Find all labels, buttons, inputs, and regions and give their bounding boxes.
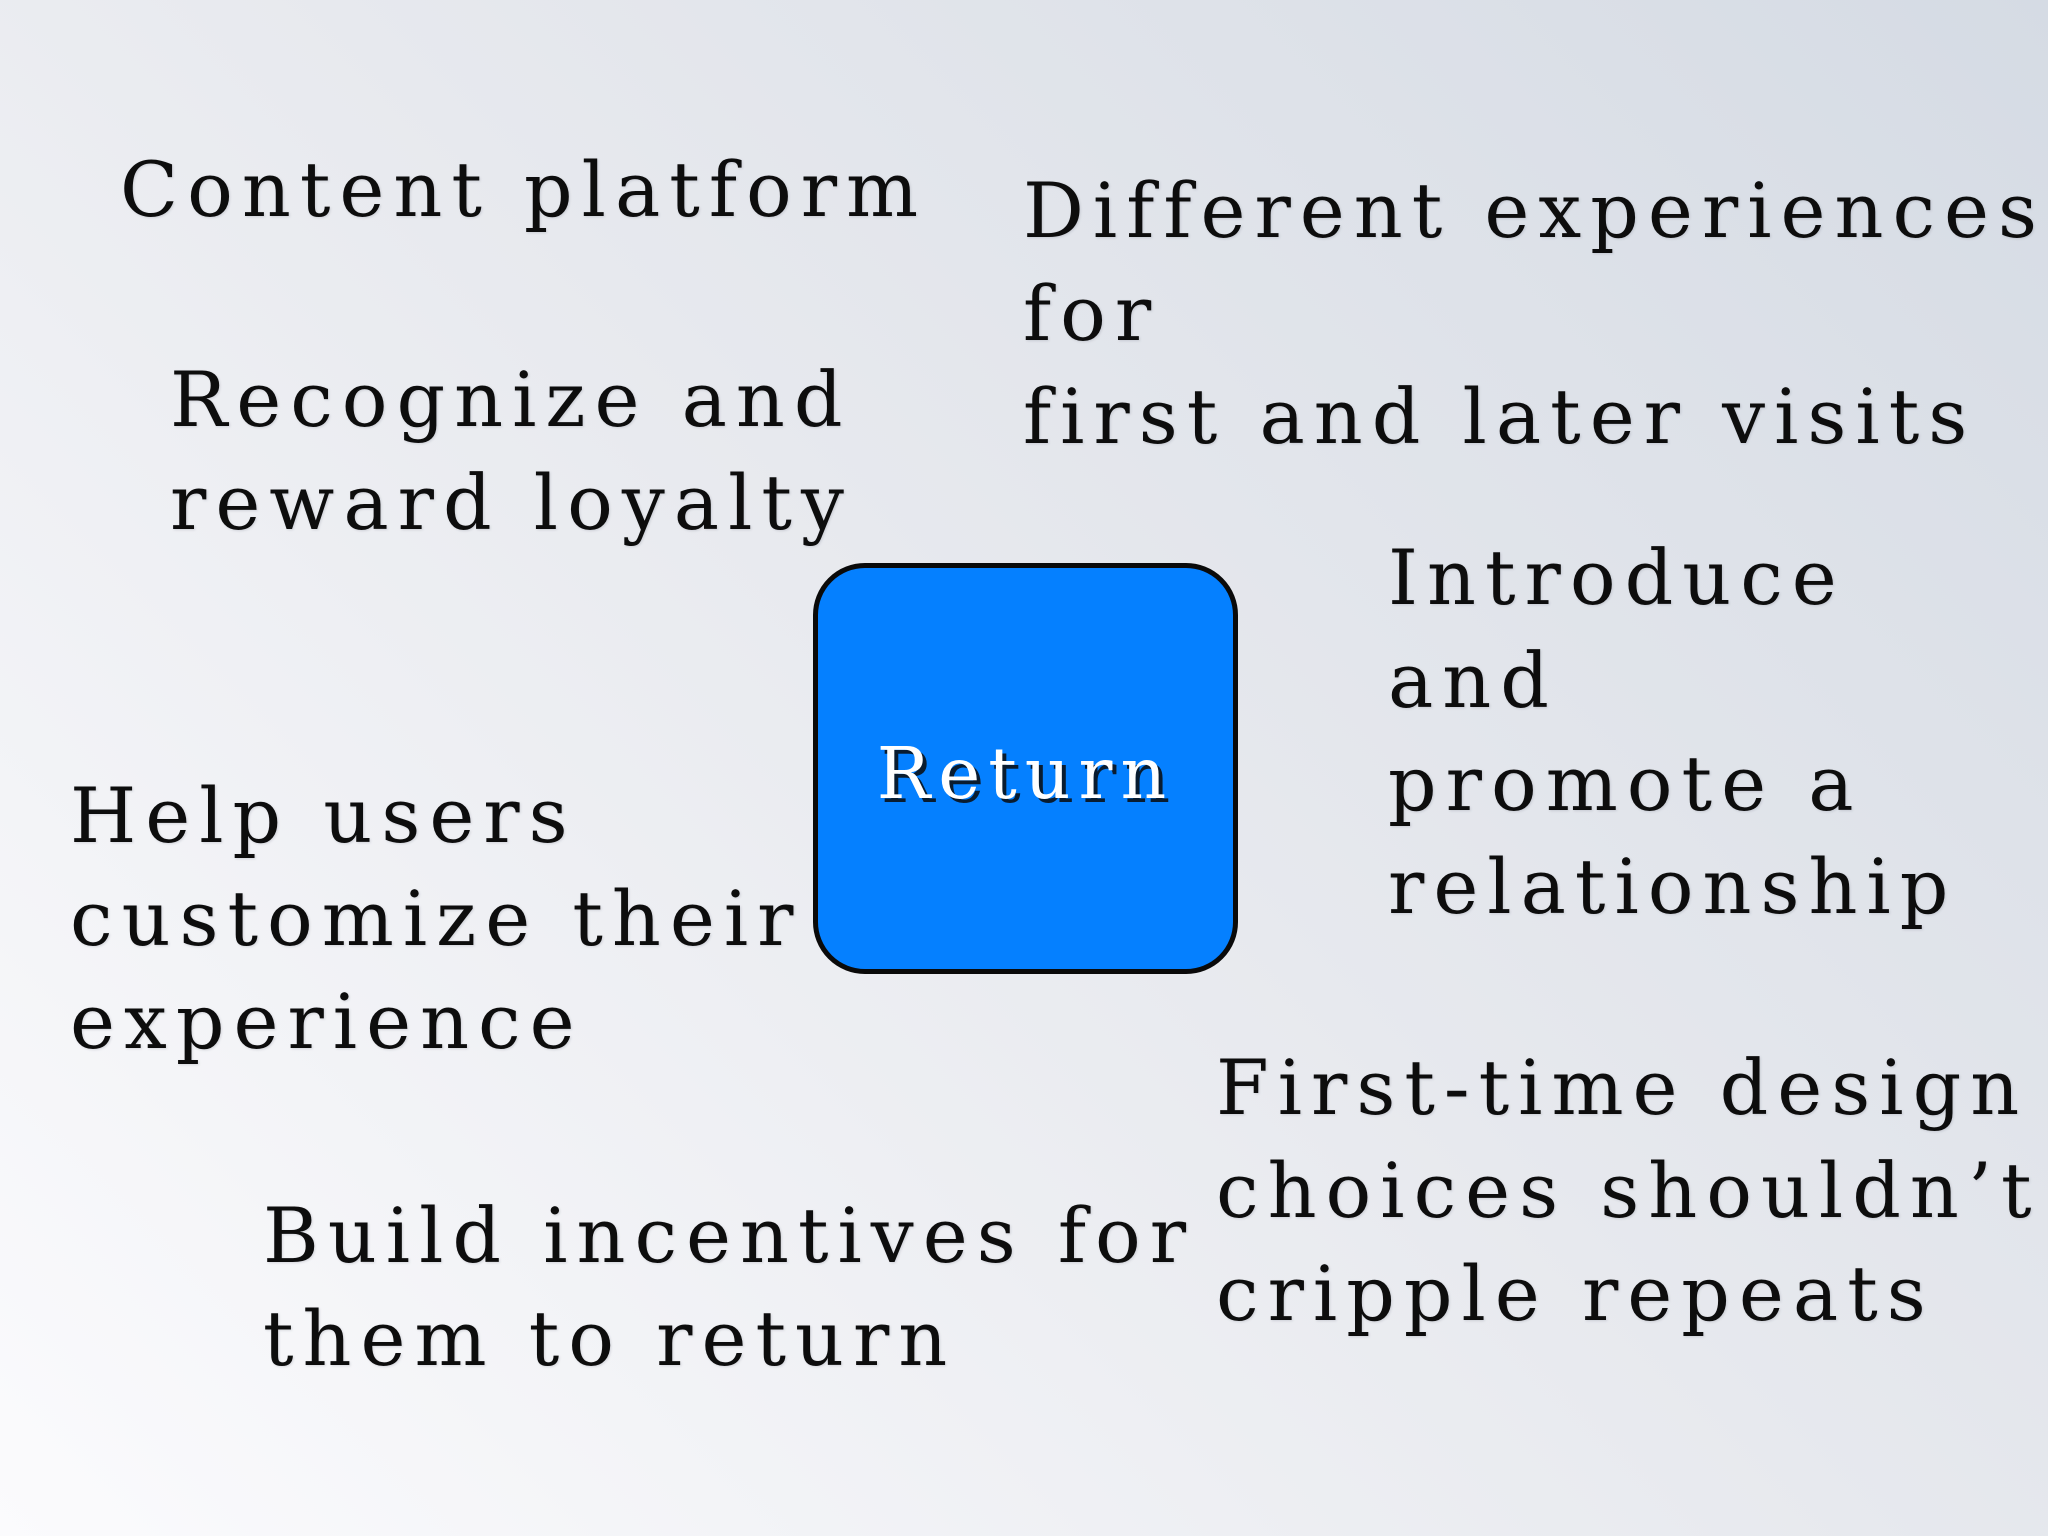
note-content-platform: Content platform xyxy=(120,145,928,234)
note-different-experiences: Different experiences for first and late… xyxy=(1023,166,2046,461)
return-node: Return xyxy=(813,563,1238,974)
note-help-users: Help users customize their experience xyxy=(70,771,803,1066)
note-first-time-design: First-time design choices shouldn’t crip… xyxy=(1216,1043,2041,1338)
return-node-label: Return xyxy=(876,732,1175,815)
note-introduce-promote: Introduce and promote a relationship xyxy=(1388,533,1958,931)
note-build-incentives: Build incentives for them to return xyxy=(263,1191,1196,1383)
note-recognize-reward: Recognize and reward loyalty xyxy=(170,355,853,547)
